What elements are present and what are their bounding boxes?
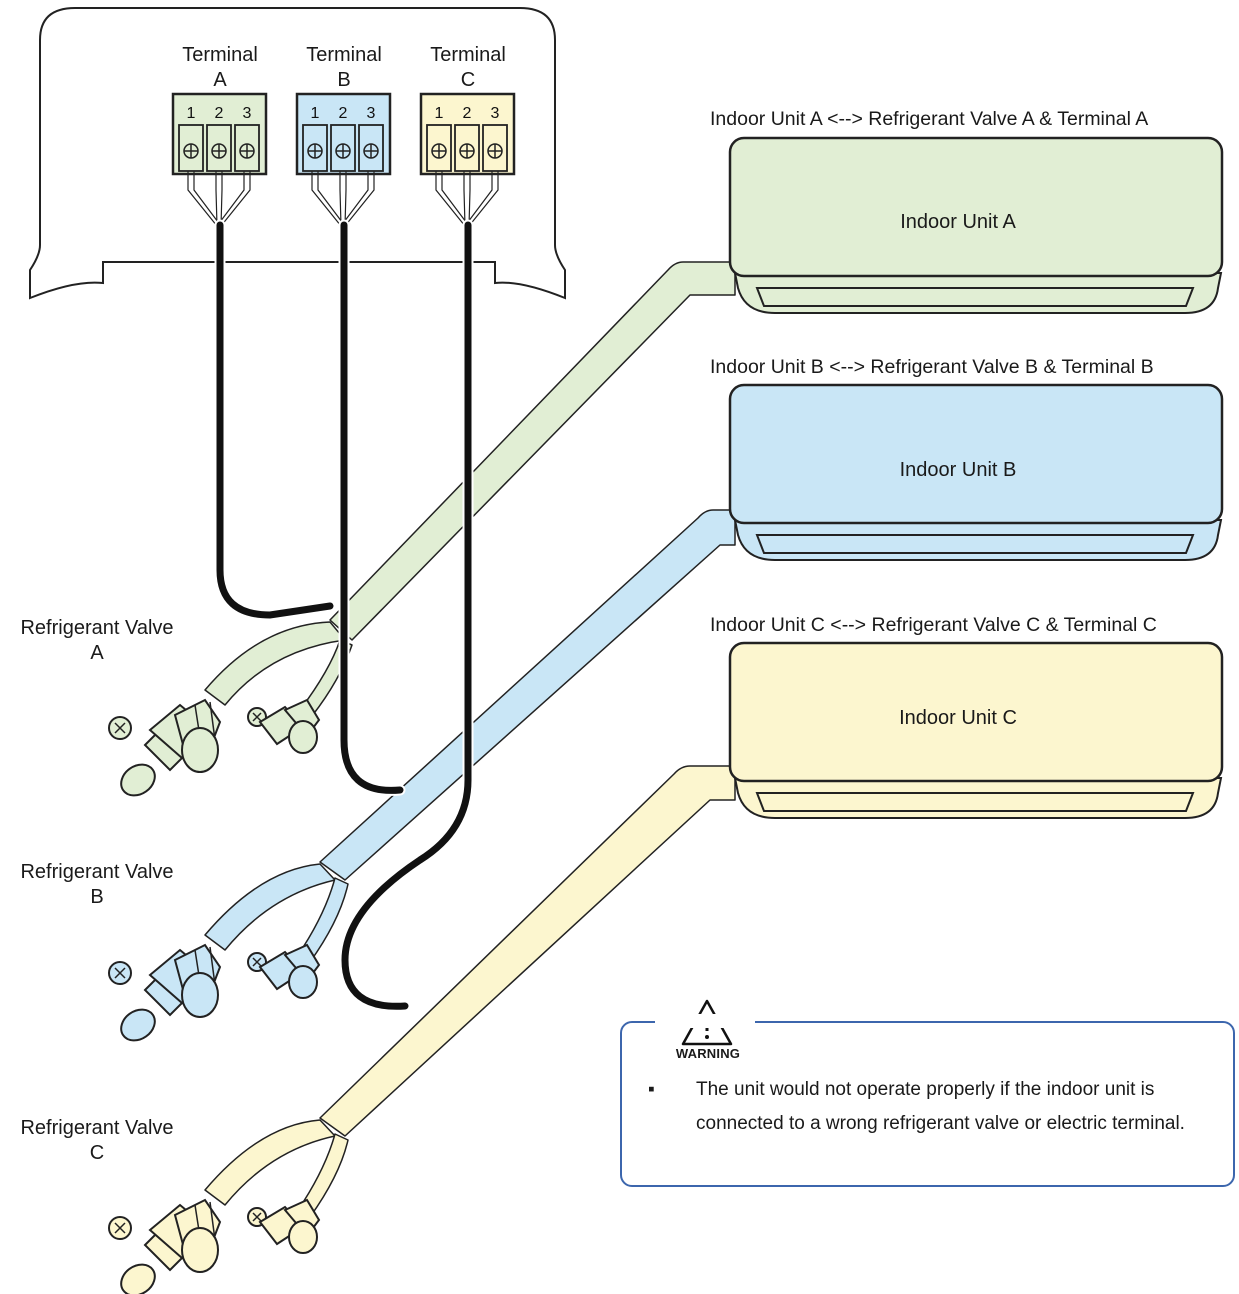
terminal-pin-number: 1 <box>187 105 196 122</box>
indoor-unit-b <box>728 383 1224 561</box>
indoor-unit-c-name: Indoor Unit C <box>899 707 1017 729</box>
valve-shapes <box>108 698 321 1294</box>
refrigerant-valve-b <box>108 943 321 1042</box>
indoor-unit-b-heading: Indoor Unit B <--> Refrigerant Valve B &… <box>710 356 1154 378</box>
terminal-pin-number: 1 <box>435 105 444 122</box>
pipe-c <box>319 765 736 1137</box>
terminal-block-a: 1 2 3 <box>171 92 268 227</box>
terminal-pin-number: 2 <box>463 105 472 122</box>
cable-c <box>341 221 472 1010</box>
cable-b <box>340 221 404 794</box>
indoor-unit-a-heading: Indoor Unit A <--> Refrigerant Valve A &… <box>710 108 1149 130</box>
refrigerant-pipes <box>204 261 736 1218</box>
refrigerant-valve-a <box>108 698 321 797</box>
pipe-a-branch-large <box>204 621 346 706</box>
warning-text: The unit would not operate properly if t… <box>696 1079 1185 1134</box>
warning-border-gap <box>655 1014 755 1028</box>
pipe-b-branch-large <box>204 863 336 951</box>
terminal-pin-number: 2 <box>215 105 224 122</box>
indoor-unit-b-name: Indoor Unit B <box>899 459 1017 481</box>
indoor-unit-c <box>728 641 1224 819</box>
terminal-pin-number: 3 <box>367 105 376 122</box>
indoor-unit-a-name: Indoor Unit A <box>900 211 1016 233</box>
refrigerant-valve-c <box>108 1198 321 1294</box>
indoor-unit-shapes <box>728 136 1224 819</box>
pipe-c-branch-large <box>204 1119 336 1206</box>
warning-title: WARNING <box>675 1046 741 1061</box>
warning-box <box>620 1021 1235 1187</box>
cable-a <box>216 221 334 619</box>
terminal-pin-number: 3 <box>491 105 500 122</box>
terminal-block-c: 1 2 3 <box>419 92 516 227</box>
terminal-blocks: 1 2 3 1 2 3 1 2 3 <box>171 92 516 227</box>
warning-bullet: ▪ <box>648 1079 655 1100</box>
power-cables <box>214 219 474 1012</box>
terminal-pin-number: 2 <box>339 105 348 122</box>
terminal-block-b: 1 2 3 <box>295 92 392 227</box>
indoor-unit-c-heading: Indoor Unit C <--> Refrigerant Valve C &… <box>710 614 1157 636</box>
terminal-pin-number: 3 <box>243 105 252 122</box>
terminal-pin-number: 1 <box>311 105 320 122</box>
indoor-unit-a <box>728 136 1224 314</box>
